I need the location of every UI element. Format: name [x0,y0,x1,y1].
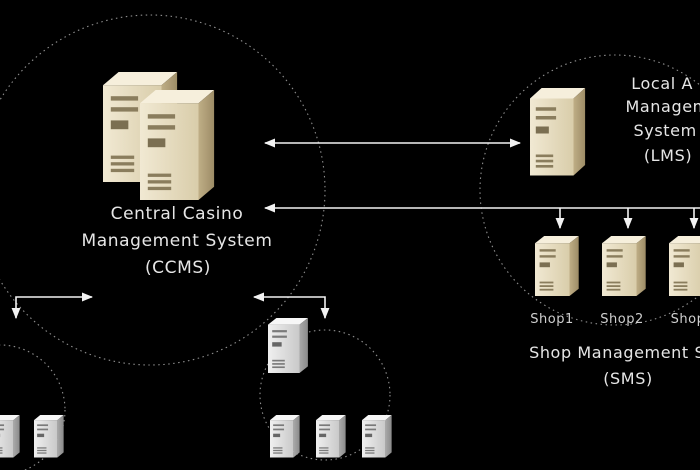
sub-client-2-icon[interactable] [316,415,346,458]
shop2-label: Shop2 [600,312,643,327]
shop1-server-icon[interactable] [535,236,579,296]
lms-server-icon[interactable] [530,88,586,176]
bottom-mid-ring [259,329,391,461]
shop3-label: Shop [671,312,700,327]
lms-label: Local A Managem System (LMS) [625,74,700,165]
left-client-1-icon[interactable] [0,415,20,458]
shop2-server-icon[interactable] [602,236,646,296]
sub-client-1-icon[interactable] [270,415,300,458]
sms-label: Shop Management S (SMS) [529,343,700,388]
lms-ring [479,54,700,326]
shop3-server-icon[interactable] [669,236,700,296]
ccms-server-icon[interactable] [103,72,215,200]
bottom-mid-connector [252,292,330,320]
bottom-left-ring [0,344,66,470]
ccms-label: Central Casino Management System (CCMS) [82,204,279,278]
sub-server-icon[interactable] [268,318,308,373]
shop1-label: Shop1 [530,312,573,327]
left-client-2-icon[interactable] [34,415,64,458]
sub-client-3-icon[interactable] [362,415,392,458]
ccms-ring [0,14,326,366]
bottom-left-connector [11,292,94,320]
